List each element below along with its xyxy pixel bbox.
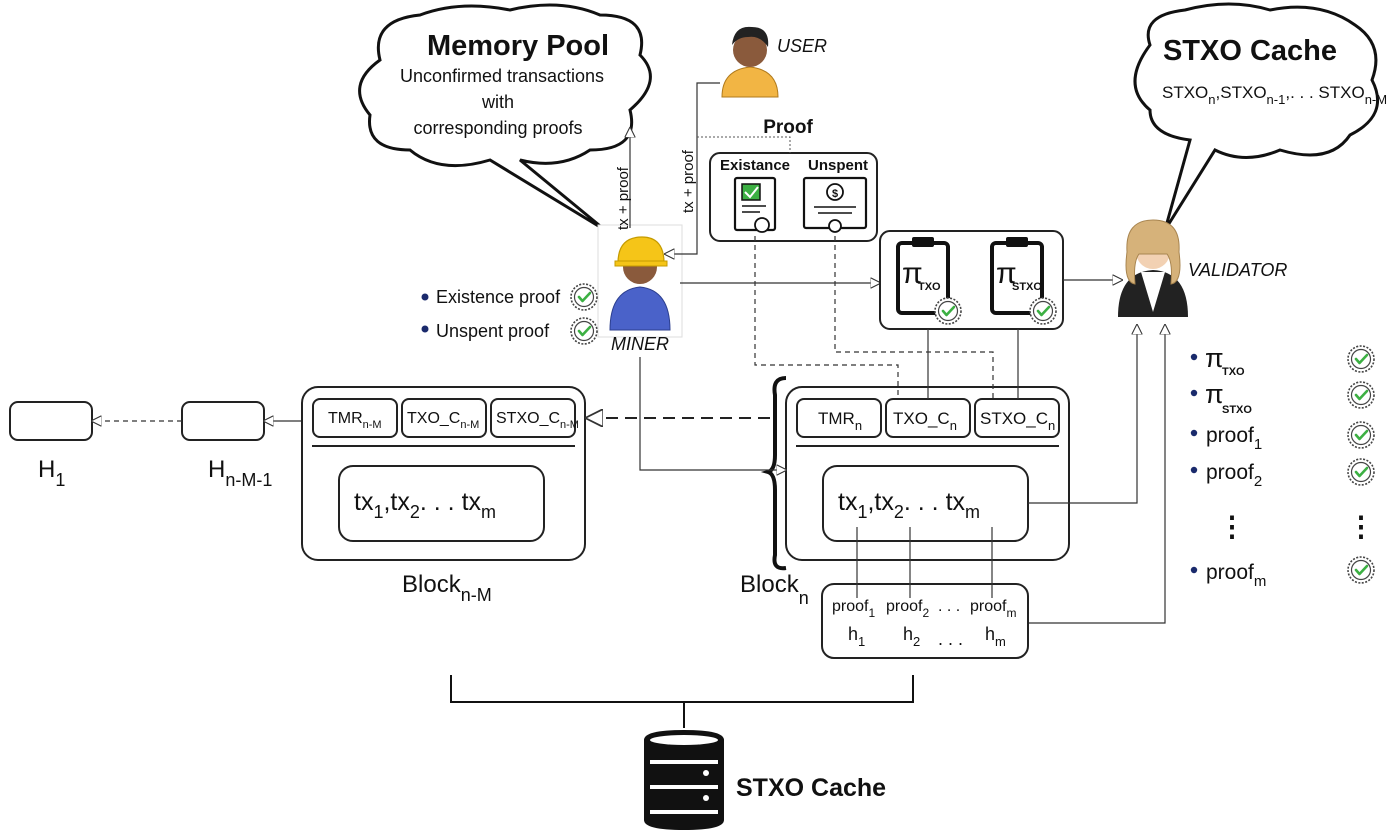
user-to-miner-label: tx + proof xyxy=(680,149,697,213)
memory-pool-line2: with xyxy=(481,92,514,112)
check-icon xyxy=(1346,457,1376,487)
chain-block-hn xyxy=(181,401,265,441)
svg-text:proof2: proof2 xyxy=(886,598,929,620)
miner-to-pool-label: tx + proof xyxy=(615,166,632,230)
stxo-cache-cloud-title: STXO Cache xyxy=(1163,35,1337,67)
svg-text:TMRn: TMRn xyxy=(818,409,862,433)
svg-text:proof1: proof1 xyxy=(832,598,875,620)
svg-text:$: $ xyxy=(832,188,838,200)
svg-text:TXO_Cn-M: TXO_Cn-M xyxy=(407,410,479,431)
block-new-tmr xyxy=(796,398,882,438)
pi-stxo-clipboard-icon: π STXO xyxy=(990,237,1058,326)
txs-to-validator-arrow xyxy=(1028,325,1137,504)
proof-existance-label: Existance xyxy=(720,157,790,174)
proof-hash-labels: proof1 proof2 . . . proofm h1 h2 . . . h… xyxy=(832,598,1016,649)
svg-text:TMRn-M: TMRn-M xyxy=(328,410,382,431)
svg-text:STXO: STXO xyxy=(1222,404,1252,416)
check-icon xyxy=(1346,380,1376,410)
chain-block-h1 xyxy=(9,401,93,441)
user-to-miner-arrow xyxy=(665,82,720,254)
memory-pool-title: Memory Pool xyxy=(427,30,609,62)
miner-unspent-proof-label: Unspent proof xyxy=(436,321,550,341)
validator-pi-txo: π xyxy=(1205,343,1224,373)
block-old-label: Blockn-M xyxy=(402,571,492,605)
memory-pool-cloud: Memory Pool Unconfirmed transactions wit… xyxy=(358,3,652,232)
svg-text:π: π xyxy=(902,257,923,290)
check-icon xyxy=(569,282,599,312)
proofs-to-validator-arrow xyxy=(1028,325,1165,624)
miner-existence-proof-item: Existence proof xyxy=(421,282,599,312)
svg-text:. . .: . . . xyxy=(938,598,960,615)
stxo-cache-cloud-list: STXOn,STXOn-1,. . . STXOn-M xyxy=(1162,83,1387,107)
miner-to-block-arrow xyxy=(639,357,786,470)
validator-icon xyxy=(1118,219,1188,317)
svg-text:h1: h1 xyxy=(848,624,865,649)
svg-text:. . .: . . . xyxy=(938,629,963,649)
svg-text:TXO_Cn: TXO_Cn xyxy=(893,409,957,433)
existence-dashed-link xyxy=(754,236,899,399)
proof-dotted-link xyxy=(697,136,791,153)
user-label: USER xyxy=(777,36,827,56)
svg-text:TXO: TXO xyxy=(1222,366,1245,378)
block-new-label: Blockn xyxy=(740,571,809,608)
block-old-tx-list: tx1,tx2. . . txm xyxy=(354,488,496,522)
check-icon xyxy=(569,316,599,346)
svg-text:h2: h2 xyxy=(903,624,920,649)
proof-hash-box xyxy=(821,583,1029,659)
check-icon xyxy=(1346,420,1376,450)
validator-proofm: proofm xyxy=(1206,561,1266,590)
validator-proof2: proof2 xyxy=(1206,461,1262,490)
miner-existence-proof-label: Existence proof xyxy=(436,287,561,307)
validator-label: VALIDATOR xyxy=(1188,260,1287,280)
svg-text:STXO_Cn: STXO_Cn xyxy=(980,409,1055,433)
svg-text:proofm: proofm xyxy=(970,598,1016,620)
svg-text:STXO_Cn-M: STXO_Cn-M xyxy=(496,410,579,431)
stxo-cache-cloud: STXO Cache STXOn,STXOn-1,. . . STXOn-M xyxy=(1133,2,1387,231)
block-old-txs xyxy=(338,465,545,542)
blocks-bracket xyxy=(450,675,914,703)
svg-text:π: π xyxy=(996,257,1017,290)
database-icon xyxy=(644,730,724,830)
validator-pi-stxo: π xyxy=(1205,379,1224,409)
svg-text:STXO: STXO xyxy=(1012,281,1042,293)
validator-dots-right: ⋮ xyxy=(1347,511,1375,542)
pi-txo-clipboard-icon: π TXO xyxy=(896,237,963,326)
proof-title: Proof xyxy=(763,117,813,138)
check-icon xyxy=(1346,344,1376,374)
block-old-stxo xyxy=(490,398,576,438)
svg-text:TXO: TXO xyxy=(918,281,941,293)
existence-certificate-icon xyxy=(733,176,777,233)
validator-checklist: π TXO π STXO proof1 proof2 ⋮ ⋮ proofm xyxy=(1190,343,1376,590)
unspent-certificate-icon: $ xyxy=(802,176,868,233)
memory-pool-line1: Unconfirmed transactions xyxy=(400,66,604,86)
block-old-txo xyxy=(401,398,487,438)
validator-proof1: proof1 xyxy=(1206,424,1262,453)
block-old-tmr xyxy=(312,398,398,438)
unspent-dashed-link xyxy=(834,236,994,399)
miner-unspent-proof-item: Unspent proof xyxy=(421,316,599,346)
db-label: STXO Cache xyxy=(736,774,886,802)
svg-text:hm: hm xyxy=(985,624,1006,649)
check-icon xyxy=(1346,555,1376,585)
block-new-stxo xyxy=(974,398,1060,438)
miner-label: MINER xyxy=(611,334,669,354)
validator-dots-left: ⋮ xyxy=(1218,511,1246,542)
chain-h1-label: H1 xyxy=(38,456,65,490)
proof-unspent-label: Unspent xyxy=(808,157,868,174)
user-icon xyxy=(721,26,779,98)
block-new-brace xyxy=(760,376,787,571)
miner-icon xyxy=(597,224,683,338)
memory-pool-line3: corresponding proofs xyxy=(413,118,582,138)
block-new-tx-list: tx1,tx2. . . txm xyxy=(838,488,980,522)
chain-hn-label: Hn-M-1 xyxy=(208,456,272,490)
